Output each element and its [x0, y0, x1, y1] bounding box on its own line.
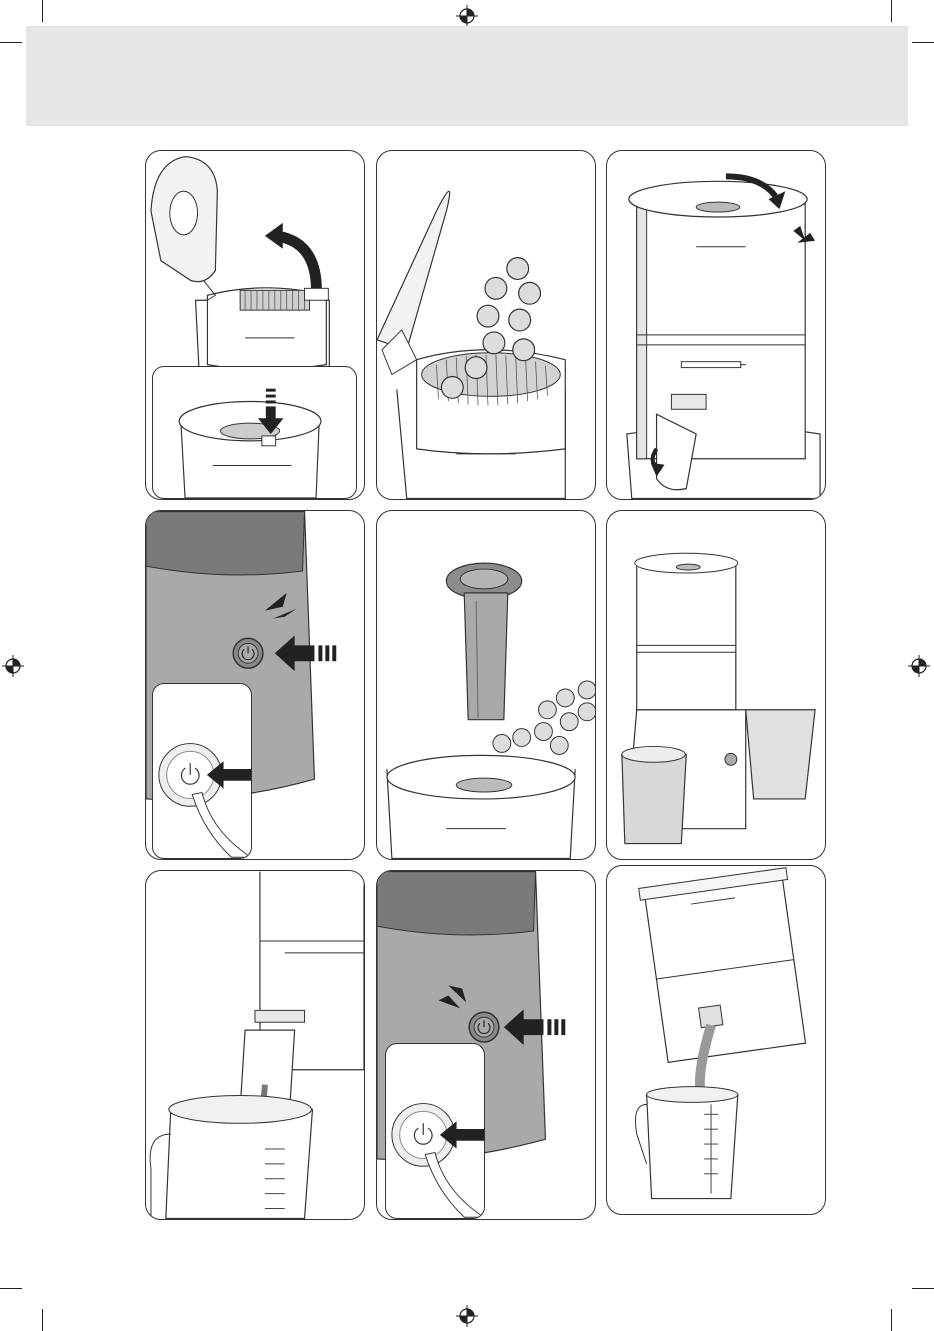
step-4-inset	[152, 683, 252, 859]
registration-mark-icon	[456, 5, 478, 27]
step-4-panel	[145, 510, 365, 860]
registration-mark-icon	[908, 655, 930, 677]
crop-mark	[912, 1288, 934, 1289]
step-5-panel	[376, 510, 596, 860]
step-9-illustration	[607, 866, 825, 1214]
arrow-icon	[265, 223, 283, 249]
crop-mark	[42, 1309, 43, 1331]
step-6-panel	[606, 510, 826, 860]
header-band	[26, 26, 908, 126]
registration-mark-icon	[456, 1305, 478, 1327]
step-1-inset	[152, 366, 357, 499]
step-2-panel	[376, 150, 596, 500]
crop-mark	[0, 42, 22, 43]
step-8-inset	[385, 1043, 485, 1219]
step-7-panel	[145, 870, 365, 1220]
step-2-illustration	[377, 151, 595, 499]
registration-mark-icon	[2, 655, 24, 677]
crop-mark	[42, 0, 43, 22]
step-6-illustration	[607, 511, 825, 859]
step-7-illustration	[146, 871, 364, 1219]
step-5-illustration	[377, 511, 595, 859]
step-8-panel	[376, 870, 596, 1220]
step-3-illustration	[607, 151, 825, 499]
crop-mark	[891, 0, 892, 22]
step-3-panel	[606, 150, 826, 500]
step-1-panel	[145, 150, 365, 500]
crop-mark	[0, 1288, 22, 1289]
crop-mark	[891, 1309, 892, 1331]
crop-mark	[912, 42, 934, 43]
step-9-panel	[606, 865, 826, 1215]
